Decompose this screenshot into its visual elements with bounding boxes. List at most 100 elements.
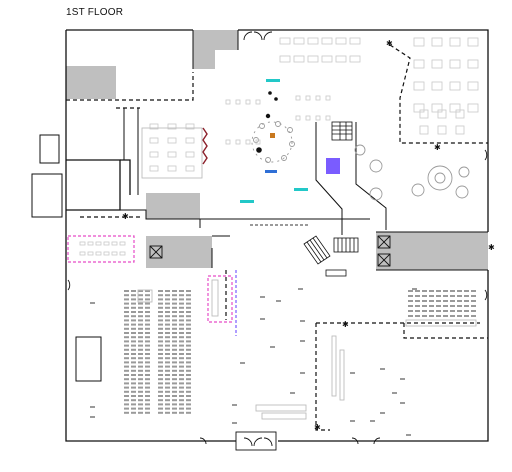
seat-left [131,411,136,414]
seat-left [124,411,129,414]
table-small [400,402,405,404]
seat-left [138,306,143,309]
seat-center [172,390,177,393]
seat-left [138,348,143,351]
table-small [298,288,303,290]
seat-center [158,294,163,297]
seat-center [179,399,184,402]
seat-center [165,353,170,355]
seat-left [124,390,129,393]
seat-center [172,374,177,376]
desk-northeast [413,81,425,91]
desk-northeast [449,103,461,113]
seat-center [158,399,163,402]
seat-left [138,332,143,334]
seat-left [138,344,143,347]
desk-west [185,165,195,172]
seat-center [158,348,163,351]
desk-north [349,37,361,45]
seat-center [172,353,177,355]
seat-center [172,378,177,381]
table-small [270,346,275,348]
seat-east [415,315,420,317]
seat-left [124,298,129,301]
seat-left [138,386,143,389]
seat-center [158,306,163,309]
cyan-bench-1 [266,79,280,82]
table-small [406,434,411,436]
seat-center [179,378,184,381]
seat-center [179,374,184,376]
seat-center [172,336,177,339]
maroon-divider [202,127,208,165]
table-small [300,372,305,374]
seat-center [172,386,177,389]
shaded-areas [66,30,488,270]
table-small [90,416,95,418]
chair-center [245,139,251,145]
seat-center [179,369,184,372]
seat-east [422,310,427,312]
seat-left [138,374,143,376]
seat-left [138,403,143,406]
seat-left [138,290,143,292]
seat-east [422,300,427,302]
table-small [90,406,95,408]
bench-row [280,224,283,226]
chair-center-east [315,115,321,121]
seat-left [145,344,150,347]
seat-center [158,344,163,347]
seat-left [131,399,136,402]
marker-1: ✱ [386,39,393,48]
table-small [370,420,375,422]
seat-center [186,378,191,381]
bench-row [295,224,298,226]
seat-center [186,327,191,330]
seat-east [464,290,469,292]
table-small [380,412,385,414]
seat-east [436,295,441,297]
seat-left [124,374,129,376]
floor-title: 1ST FLOOR [66,7,124,18]
seat-center [165,399,170,402]
seat-left [145,315,150,318]
seat-center [179,302,184,305]
seat-left [131,294,136,297]
seat-left [124,336,129,339]
seat-center [165,378,170,381]
furniture-layer [79,37,479,436]
table-small [350,420,355,422]
desk-west [149,123,159,130]
seat-left [145,311,150,313]
desk-west [167,165,177,172]
seat-center [165,332,170,334]
seat-east [464,295,469,297]
table-small [412,288,417,290]
chair-center [245,99,251,105]
seat-center [172,294,177,297]
seat-center [158,327,163,330]
seat-east [408,290,413,292]
door-se-2 [373,437,381,445]
chair-center [255,139,261,145]
seat-center [172,365,177,368]
seat-left [145,399,150,402]
seat-left [124,323,129,326]
seat-left [138,340,143,343]
desk-north [335,37,347,45]
seat-center [172,327,177,330]
seat-center [165,311,170,313]
exterior-box-south [75,336,102,382]
seat-center [165,403,170,406]
desk-west [149,165,159,172]
bench-row [270,224,273,226]
chair-center-east [315,95,321,101]
seat-left [124,290,129,292]
desk-west [149,151,159,158]
seat-left [131,348,136,351]
seat-center [186,298,191,301]
seat-east [457,305,462,307]
seat-center [186,315,191,318]
table-small [392,392,397,394]
seat-center [186,353,191,355]
